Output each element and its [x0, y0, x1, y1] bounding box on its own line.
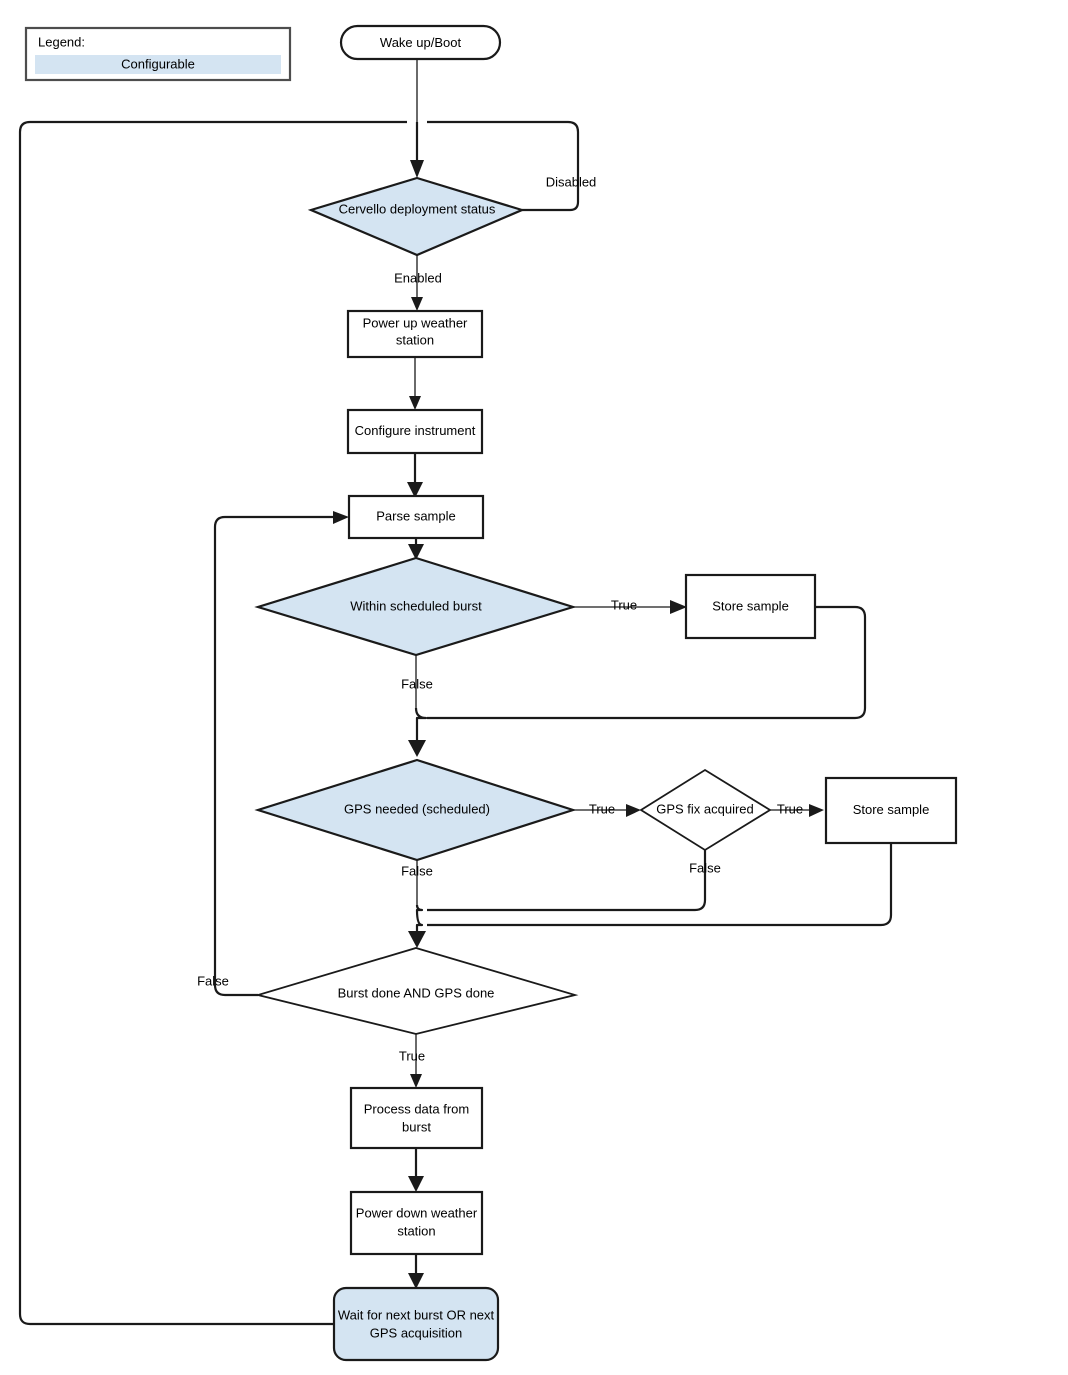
arrowhead-to-configure [409, 396, 421, 410]
arrowhead-to-wait [408, 1273, 424, 1289]
wait-next-label-line2: GPS acquisition [370, 1325, 463, 1340]
edge-burst-done-false-loopback [213, 515, 337, 997]
node-configure-instrument[interactable]: Configure instrument [346, 408, 484, 455]
gps-fix-label: GPS fix acquired [656, 801, 754, 816]
power-down-box [349, 1190, 484, 1256]
power-up-label-line1: Power up weather [363, 315, 468, 330]
parse-sample-label: Parse sample [376, 508, 455, 523]
start-terminator-shape [339, 24, 502, 61]
edge-merge-to-burst-done [415, 904, 424, 935]
configure-box [346, 408, 484, 455]
gps-needed-diamond [254, 758, 577, 862]
node-store-sample-burst[interactable]: Store sample [684, 573, 817, 640]
store-sample-burst-box [684, 573, 817, 640]
edge-label-burst-done-true: True [399, 1048, 425, 1063]
node-store-sample-gps[interactable]: Store sample [824, 776, 958, 845]
edge-store-sample-burst-return [427, 605, 867, 720]
node-burst-and-gps-done[interactable]: Burst done AND GPS done [254, 947, 579, 1035]
power-down-label-line2: station [397, 1223, 435, 1238]
arrowhead-to-parse [407, 482, 423, 498]
deployment-status-label: Cervello deployment status [339, 201, 496, 216]
arrowhead-to-parse-loopback [333, 511, 349, 524]
node-wait-next[interactable]: Wait for next burst OR next GPS acquisit… [332, 1286, 500, 1362]
arrowhead-to-store-sample-gps [809, 804, 824, 817]
edge-deployment-disabled [427, 120, 580, 212]
arrowhead-to-within-burst [408, 544, 424, 560]
parse-sample-box [347, 494, 485, 540]
arrowhead-to-gps-fix [626, 804, 641, 817]
edge-label-disabled: Disabled [546, 174, 597, 189]
node-start[interactable]: Wake up/Boot [339, 24, 502, 61]
node-gps-fix-acquired[interactable]: GPS fix acquired [639, 768, 772, 852]
edge-wait-loopback-to-deployment [18, 120, 407, 1326]
configure-label: Configure instrument [355, 423, 476, 438]
edge-label-gps-needed-true: True [589, 801, 615, 816]
within-burst-diamond [254, 556, 577, 657]
arrowhead-to-deployment [410, 160, 424, 178]
node-process-data[interactable]: Process data from burst [349, 1086, 484, 1150]
legend: Legend: Configurable [24, 26, 292, 82]
edge-label-within-burst-false: False [401, 676, 433, 691]
within-burst-label: Within scheduled burst [350, 598, 482, 613]
legend-swatch-configurable [35, 55, 281, 74]
edge-label-enabled: Enabled [394, 270, 442, 285]
power-down-label-line1: Power down weather [356, 1205, 478, 1220]
edge-label-gps-fix-true: True [777, 801, 803, 816]
start-label: Wake up/Boot [380, 35, 462, 50]
store-sample-gps-box [824, 776, 958, 845]
arrowhead-to-store-sample-burst [670, 600, 687, 614]
process-data-box [349, 1086, 484, 1150]
edge-label-burst-done-false: False [197, 973, 229, 988]
edge-label-within-burst-true: True [611, 597, 637, 612]
arrowhead-to-burst-done [408, 931, 426, 948]
arrowhead-to-power-down [408, 1176, 424, 1192]
node-deployment-status[interactable]: Cervello deployment status [307, 176, 526, 257]
arrowhead-to-power-up [411, 297, 423, 311]
gps-fix-diamond [639, 768, 772, 852]
burst-gps-done-label: Burst done AND GPS done [338, 985, 495, 1000]
legend-heading: Legend: [38, 34, 85, 49]
process-data-label-line1: Process data from [364, 1101, 470, 1116]
edge-within-burst-false-lower [414, 707, 428, 745]
deployment-status-diamond [307, 176, 526, 257]
edge-label-gps-needed-false: False [401, 863, 433, 878]
node-power-up[interactable]: Power up weather station [346, 309, 484, 359]
process-data-label-line2: burst [402, 1119, 431, 1134]
power-up-label-line2: station [396, 332, 434, 347]
burst-gps-done-diamond [254, 947, 579, 1035]
store-sample-gps-label: Store sample [853, 802, 930, 817]
edge-gps-fix-false-return [427, 850, 707, 912]
arrowhead-to-process-data [410, 1074, 422, 1088]
edge-store-sample-gps-return [427, 843, 893, 927]
connectors [18, 58, 893, 1326]
node-gps-needed[interactable]: GPS needed (scheduled) [254, 758, 577, 862]
store-sample-burst-label: Store sample [712, 598, 789, 613]
node-power-down[interactable]: Power down weather station [349, 1190, 484, 1256]
power-up-box [346, 309, 484, 359]
gps-needed-label: GPS needed (scheduled) [344, 801, 490, 816]
wait-next-box [332, 1286, 500, 1362]
legend-label-configurable: Configurable [121, 56, 195, 71]
node-within-scheduled-burst[interactable]: Within scheduled burst [254, 556, 577, 657]
arrowhead-to-gps-needed [408, 740, 426, 757]
wait-next-label-line1: Wait for next burst OR next [338, 1307, 495, 1322]
node-parse-sample[interactable]: Parse sample [347, 494, 485, 540]
edge-label-gps-fix-false: False [689, 860, 721, 875]
